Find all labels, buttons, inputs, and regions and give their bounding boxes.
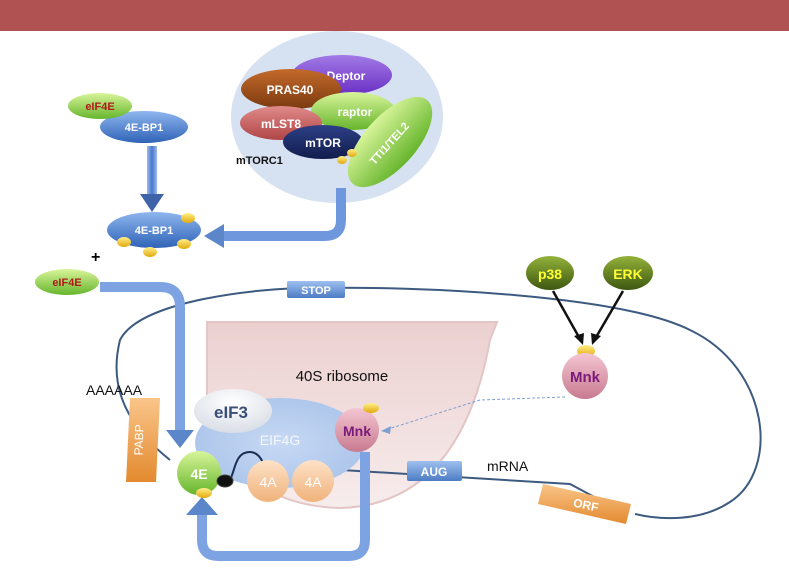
eif4e-free-shape: [35, 269, 99, 295]
eif4e-top-label: eIF4E: [85, 101, 114, 113]
phosphate-marker: [347, 149, 357, 157]
4ebp1-top-label: 4E-BP1: [125, 122, 164, 134]
mtor-label: mTOR: [305, 136, 341, 150]
stop-codon-tag: [287, 281, 345, 298]
orf-shape: [538, 484, 631, 524]
eif4e-4ebp1-complex: 4E-BP1 eIF4E: [68, 93, 188, 143]
phosphate-marker: [337, 156, 347, 164]
phosphate-marker: [117, 237, 131, 247]
eif3-label: eIF3: [214, 403, 248, 422]
mnk-right-shape: [562, 353, 608, 399]
mnk-complex-label: Mnk: [343, 423, 371, 439]
phospho-4ebp1-shape: [107, 212, 201, 248]
pabp-label: PABP: [131, 424, 146, 456]
recycling-arrow: [197, 452, 370, 561]
header-bar: [0, 0, 789, 31]
eif4e-free-label: eIF4E: [52, 277, 81, 289]
mtorc1-label: mTORC1: [236, 155, 283, 167]
aug-codon-label: AUG: [421, 465, 448, 479]
raptor-shape: [311, 92, 395, 130]
pabp-shape: [126, 398, 160, 482]
4ebp1-top-shape: [100, 111, 188, 143]
eif4e-recruitment-arrow: [100, 282, 185, 430]
4a-first-shape: [247, 460, 289, 502]
pras40-shape: [241, 69, 341, 109]
raptor-label: raptor: [338, 105, 373, 119]
down-arrow-shaft: [147, 146, 157, 196]
4e-shape: [177, 451, 221, 495]
aug-codon-tag: [407, 461, 462, 481]
mrna-strand: [115, 286, 762, 520]
erk-label: ERK: [613, 266, 643, 282]
phosphate-marker: [363, 403, 379, 413]
p38-to-mnk-arrow: [551, 290, 582, 340]
mtor-shape: [283, 125, 363, 159]
mnk-complex-shape: [335, 408, 379, 452]
cap-marker: [216, 474, 234, 488]
tti1-tel2-shape: [347, 96, 433, 188]
pras40-label: PRAS40: [267, 83, 314, 97]
eif4g-label: EIF4G: [260, 432, 300, 448]
mnk-right-label: Mnk: [570, 369, 601, 386]
p38-shape: [526, 256, 574, 290]
4a-first-label: 4A: [259, 474, 277, 490]
4a-second-shape: [292, 460, 334, 502]
erk-shape: [603, 256, 653, 290]
mrna-label: mRNA: [487, 458, 529, 474]
phosphate-marker: [177, 239, 191, 249]
eif4e-top-shape: [68, 93, 132, 119]
phosphate-marker: [143, 247, 157, 257]
mlst8-label: mLST8: [261, 117, 301, 131]
poly-a-tail: AAAAAA: [86, 382, 143, 398]
phospho-4ebp1-label: 4E-BP1: [135, 225, 174, 237]
mtorc1-to-4ebp1-arrow: [222, 188, 346, 241]
mtorc1-complex: Deptor PRAS40 raptor mLST8 mTOR TTI1/TEL…: [231, 31, 443, 203]
phospho-4ebp1: 4E-BP1: [107, 212, 201, 257]
p38-arrowhead: [574, 333, 584, 345]
erk-to-mnk-arrow: [593, 290, 625, 340]
orf-label: ORF: [572, 496, 600, 515]
mnk-recruitment-dashed-arrow: [384, 396, 566, 431]
dashed-arrowhead: [381, 426, 391, 434]
phosphate-marker: [181, 213, 195, 223]
mtorc1-arrowhead: [204, 224, 224, 248]
ribosome-label: 40S ribosome: [296, 368, 389, 385]
down-arrowhead: [140, 194, 164, 212]
p38-label: p38: [538, 266, 562, 282]
recycling-arrowhead: [186, 497, 218, 515]
4e-label: 4E: [190, 466, 207, 482]
erk-arrowhead: [591, 333, 601, 345]
eif3-shape: [194, 389, 272, 433]
4a-second-label: 4A: [304, 474, 322, 490]
eif4e-recruitment-arrowhead: [166, 430, 194, 448]
stop-codon-label: STOP: [301, 285, 331, 297]
plus-sign: +: [91, 249, 100, 266]
deptor-label: Deptor: [327, 69, 366, 83]
phosphate-marker: [196, 488, 212, 498]
